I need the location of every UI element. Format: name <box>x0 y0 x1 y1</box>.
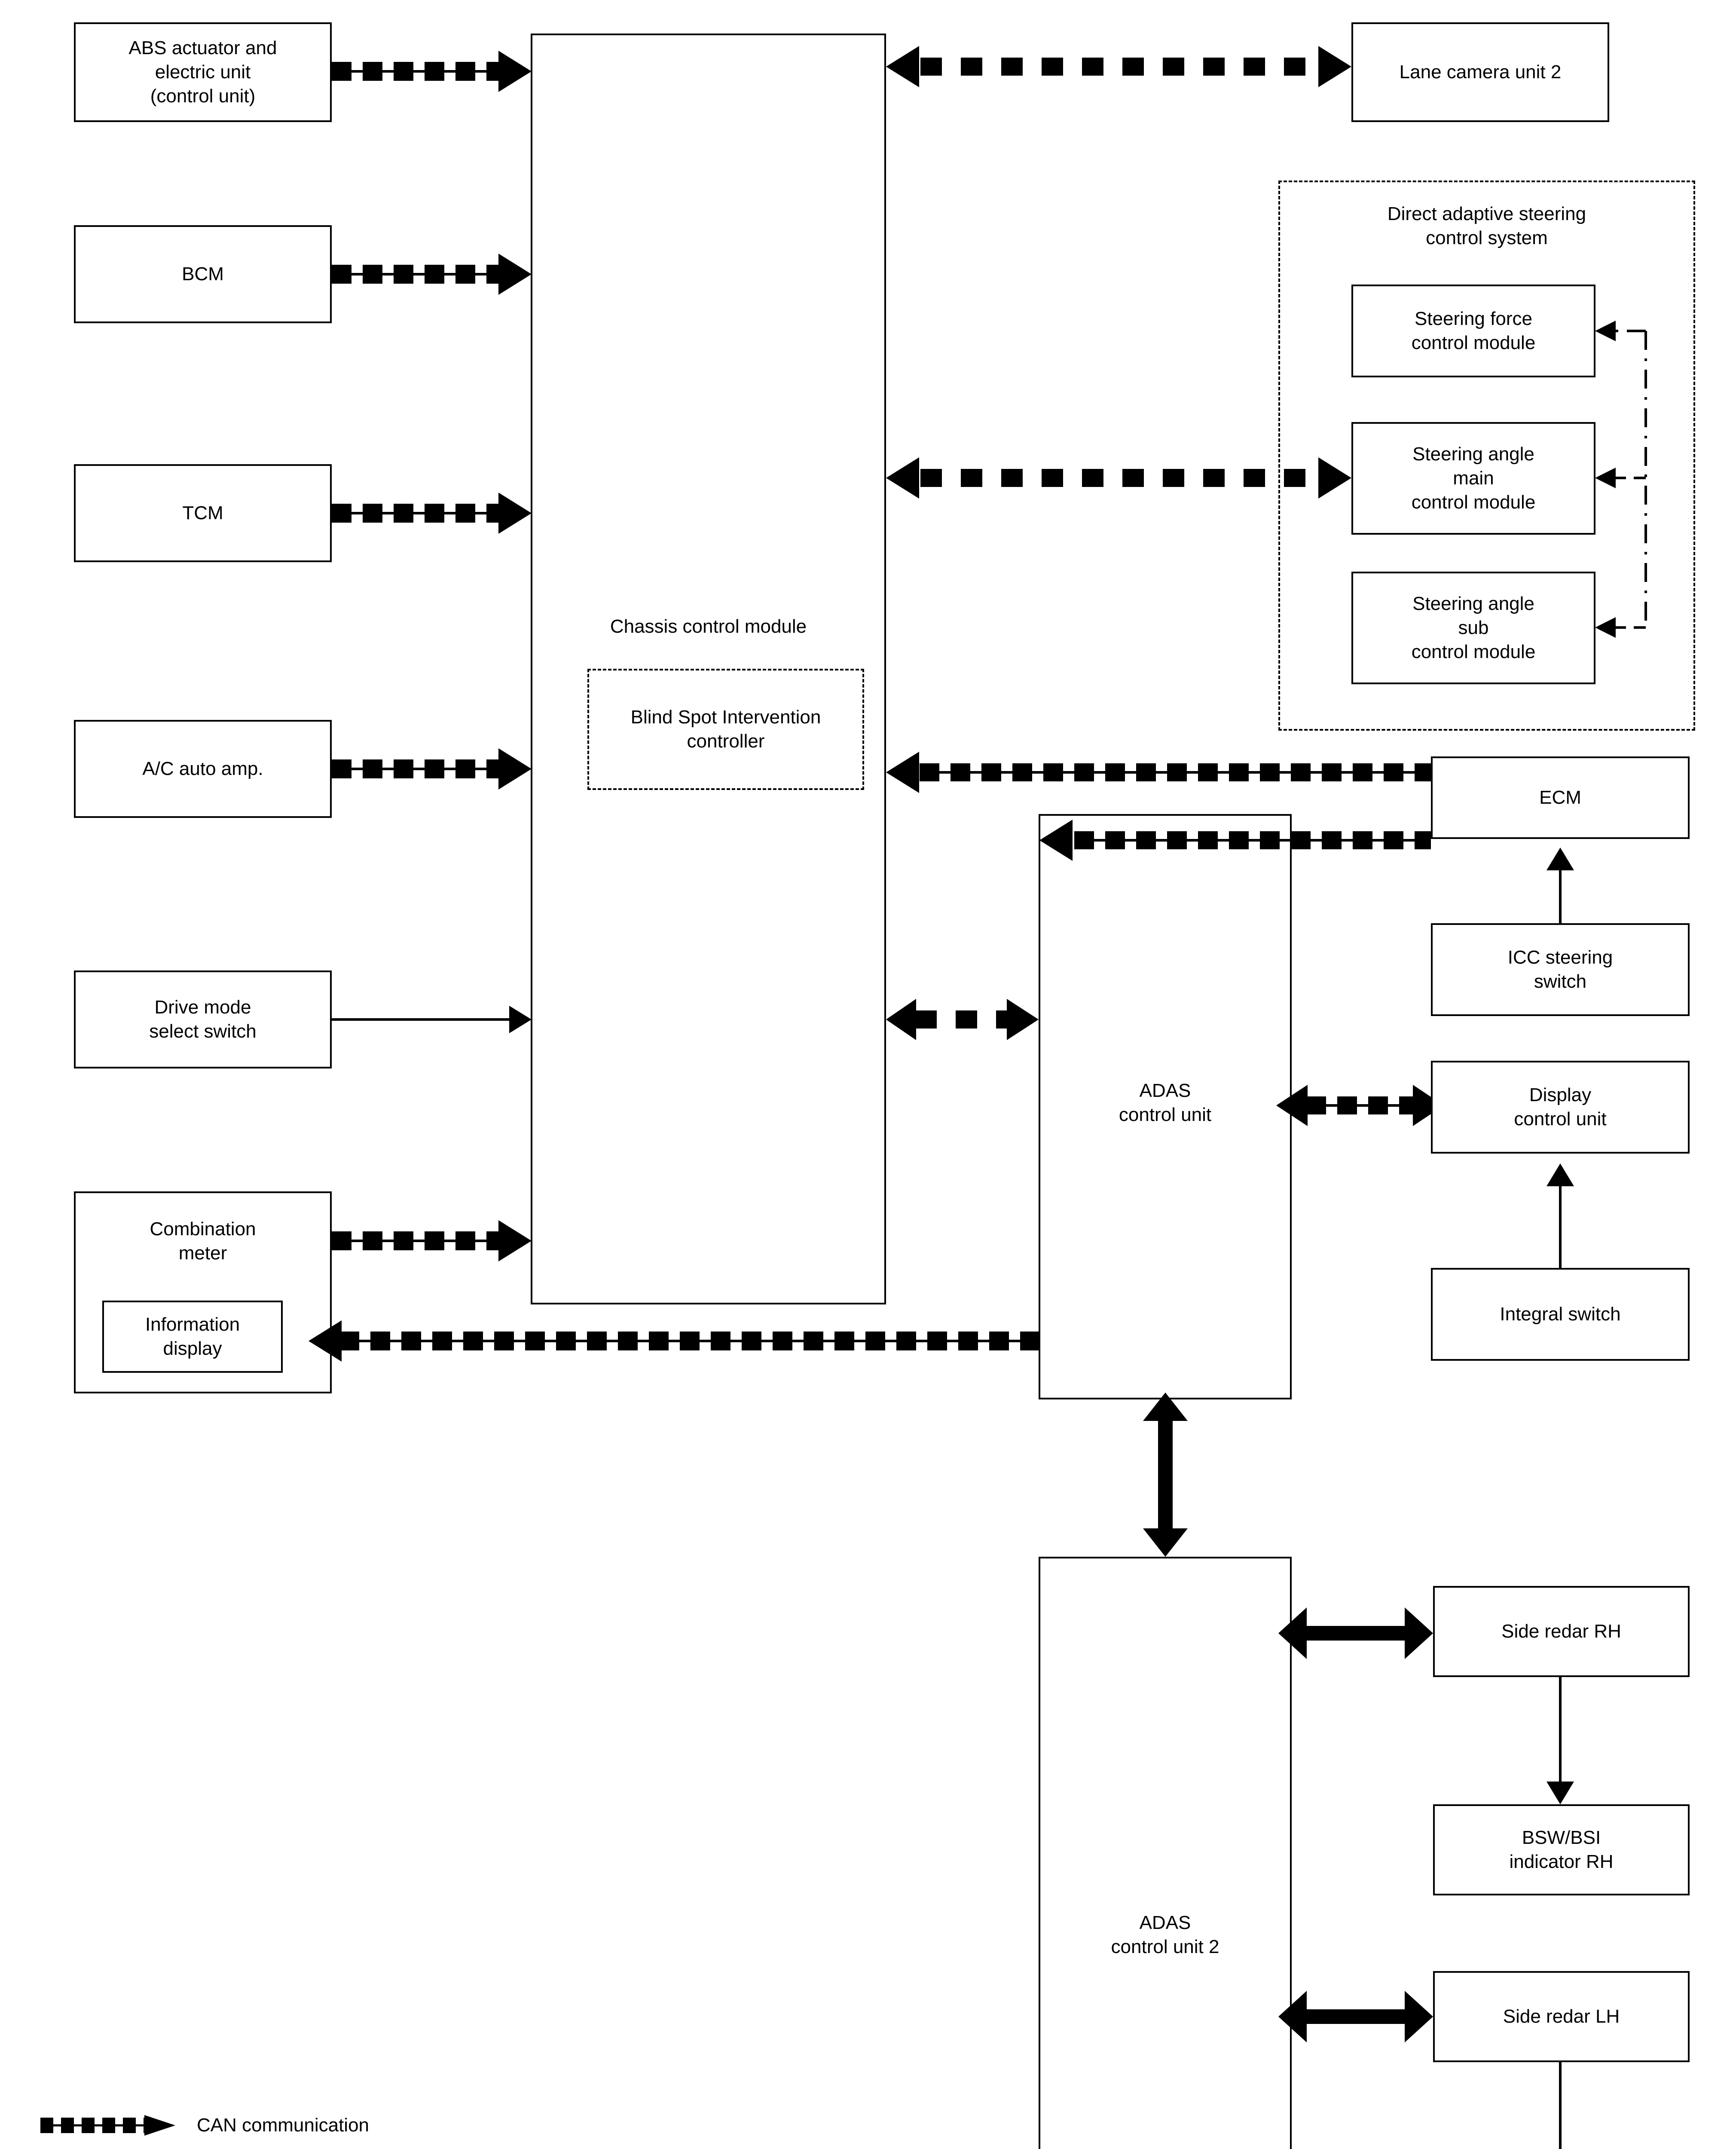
adas-control-unit-2-label: ADAS control unit 2 <box>1111 1912 1219 1958</box>
link-abs-to-ccm <box>332 51 532 92</box>
group-direct-adaptive-steering-control-system <box>1278 181 1695 731</box>
node-information-display[interactable]: Information display <box>102 1301 283 1373</box>
node-side-radar-rh[interactable]: Side redar RH <box>1433 1586 1690 1677</box>
link-bcm-to-ccm <box>332 254 532 295</box>
link-tcm-to-ccm <box>332 493 532 534</box>
chassis-control-module-label: Chassis control module <box>610 616 807 637</box>
node-bsw-bsi-indicator-rh[interactable]: BSW/BSI indicator RH <box>1433 1804 1690 1895</box>
adas-control-unit-label: ADAS control unit <box>1119 1080 1212 1126</box>
link-integralswitch-to-displaycu <box>1547 1163 1574 1268</box>
node-integral-switch[interactable]: Integral switch <box>1431 1268 1690 1361</box>
can-line-icon <box>39 2112 180 2138</box>
link-drivemode-to-ccm <box>332 1006 532 1033</box>
link-acamp-to-ccm <box>332 748 532 790</box>
link-adas-to-displaycu <box>1276 1085 1444 1126</box>
node-bcm[interactable]: BCM <box>74 225 332 323</box>
node-display-control-unit[interactable]: Display control unit <box>1431 1061 1690 1154</box>
link-adas-to-infodisplay <box>309 1320 1040 1362</box>
node-adas-control-unit-2[interactable]: ADAS control unit 2 <box>1039 1557 1292 2149</box>
link-sideradarrh-to-indicatorrh <box>1547 1676 1574 1804</box>
link-ccm-to-adas <box>886 999 1039 1040</box>
group-direct-adaptive-steering-label: Direct adaptive steering control system <box>1387 203 1586 249</box>
node-icc-steering-switch[interactable]: ICC steering switch <box>1431 923 1690 1016</box>
node-tcm[interactable]: TCM <box>74 464 332 562</box>
link-sideradarlh-to-indicatorlh <box>1559 2060 1562 2149</box>
node-ecm[interactable]: ECM <box>1431 756 1690 839</box>
legend-row-chassis: Chassis communication <box>39 2145 400 2149</box>
node-ac-auto-amp[interactable]: A/C auto amp. <box>74 720 332 818</box>
link-adas2-to-sideradarrh <box>1278 1607 1433 1659</box>
node-steering-force-control-module[interactable]: Steering force control module <box>1351 285 1595 377</box>
node-abs-actuator[interactable]: ABS actuator and electric unit (control … <box>74 22 332 122</box>
node-steering-angle-sub-control-module[interactable]: Steering angle sub control module <box>1351 572 1595 684</box>
node-blind-spot-intervention-controller[interactable]: Blind Spot Intervention controller <box>587 669 864 790</box>
link-ecm-to-ccm <box>886 752 1431 793</box>
node-adas-control-unit[interactable]: ADAS control unit <box>1039 814 1292 1399</box>
node-steering-angle-main-control-module[interactable]: Steering angle main control module <box>1351 422 1595 535</box>
node-chassis-control-module[interactable]: Chassis control module Blind Spot Interv… <box>531 34 886 1304</box>
node-side-radar-lh[interactable]: Side redar LH <box>1433 1971 1690 2062</box>
link-ccm-to-lanecamera <box>886 46 1351 87</box>
combination-meter-label: Combination meter <box>150 1218 256 1264</box>
link-meter-to-ccm <box>332 1220 532 1261</box>
legend-label-can: CAN communication <box>197 2115 370 2136</box>
legend-row-can: CAN communication <box>39 2106 400 2145</box>
node-drive-mode-select-switch[interactable]: Drive mode select switch <box>74 970 332 1068</box>
node-lane-camera-unit-2[interactable]: Lane camera unit 2 <box>1351 22 1609 122</box>
node-combination-meter[interactable]: Combination meter Information display <box>74 1191 332 1393</box>
link-adas2-to-sideradarlh <box>1278 1991 1433 2042</box>
link-adas-to-adas2 <box>1143 1393 1188 1557</box>
link-iccswitch-to-ecm <box>1547 848 1574 923</box>
legend: CAN communication Chassis communication … <box>39 2106 400 2149</box>
